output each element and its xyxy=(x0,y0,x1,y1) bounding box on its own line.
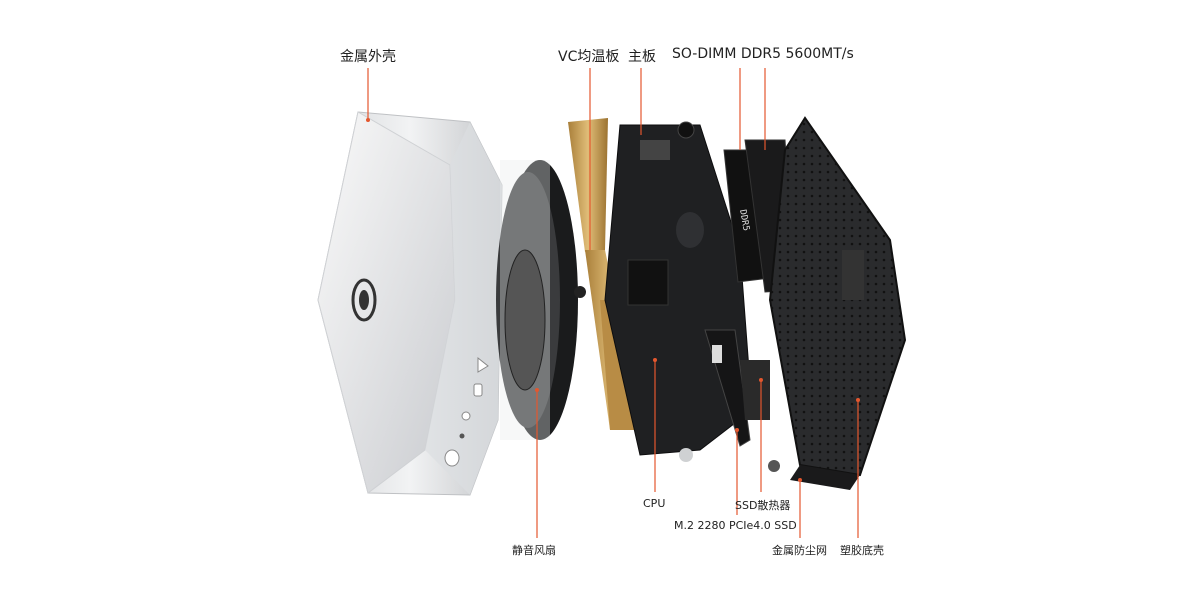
ssd xyxy=(704,329,770,447)
leader-lines xyxy=(367,68,859,538)
label-fan: 静音风扇 xyxy=(512,544,556,557)
logo-icon xyxy=(351,278,377,322)
label-ssd: M.2 2280 PCIe4.0 SSD xyxy=(674,519,797,532)
leader-dots xyxy=(366,118,860,482)
label-motherboard: 主板 xyxy=(628,49,656,65)
label-vc-chamber: VC均温板 xyxy=(558,49,620,65)
metal-shell xyxy=(317,111,503,496)
label-plastic-base: 塑胶底壳 xyxy=(840,544,884,557)
label-ram: SO-DIMM DDR5 5600MT/s xyxy=(672,46,854,62)
motherboard xyxy=(604,121,753,462)
silent-fan xyxy=(496,160,586,440)
label-metal-shell: 金属外壳 xyxy=(340,49,396,65)
svg-text:DDR5: DDR5 xyxy=(737,209,751,232)
label-ssd-heatsink: SSD散热器 xyxy=(735,499,791,512)
label-dust-mesh: 金属防尘网 xyxy=(772,544,827,557)
plastic-base xyxy=(768,116,907,490)
label-cpu: CPU xyxy=(643,497,666,510)
